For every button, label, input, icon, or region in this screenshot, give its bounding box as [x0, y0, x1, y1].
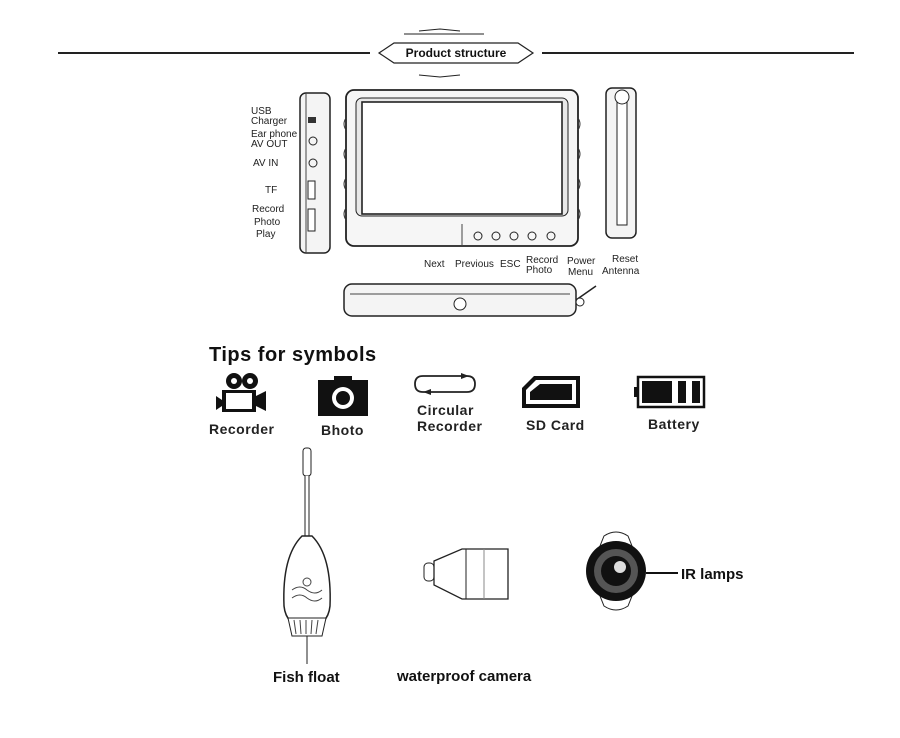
label-play: Play — [256, 229, 276, 240]
label-reset: Reset — [612, 254, 639, 265]
tip-label-circular: Circular — [417, 402, 474, 418]
label-charger: Charger — [251, 116, 288, 127]
camera-icon — [318, 376, 368, 416]
header-rule-left — [58, 52, 370, 54]
label-av-out: AV OUT — [251, 139, 288, 150]
label-record-btn: Record — [526, 255, 559, 266]
tip-label-battery: Battery — [648, 416, 700, 432]
label-record: Record — [252, 204, 285, 215]
device-top-view — [343, 283, 597, 317]
label-ir-lamps: IR lamps — [681, 566, 744, 583]
label-power: Power — [567, 256, 596, 267]
label-waterproof-camera: waterproof camera — [397, 668, 532, 685]
label-photo: Photo — [254, 217, 281, 228]
device-side-view-right — [605, 87, 637, 239]
tip-label-sd-card: SD Card — [526, 417, 585, 433]
header-rule-right — [542, 52, 854, 54]
label-fish-float: Fish float — [273, 669, 340, 686]
label-next: Next — [424, 259, 445, 270]
header-frame — [377, 28, 535, 78]
loop-arrows-icon — [414, 373, 476, 395]
device-side-view-left — [299, 92, 331, 254]
tip-label-circular-recorder: Recorder — [417, 418, 483, 434]
waterproof-camera-illustration — [423, 548, 509, 600]
label-antenna: Antenna — [602, 266, 640, 277]
page-title: Product structure — [405, 46, 507, 60]
video-camera-icon — [216, 373, 266, 412]
battery-icon — [634, 375, 706, 409]
sd-card-icon — [522, 376, 580, 408]
fish-float-illustration — [283, 447, 331, 664]
label-photo-btn: Photo — [526, 265, 553, 276]
tips-heading: Tips for symbols — [209, 344, 377, 366]
label-tf: TF — [265, 185, 278, 196]
label-previous: Previous — [455, 259, 494, 270]
tip-label-photo: Bhoto — [321, 422, 364, 438]
device-front-view — [343, 89, 581, 247]
ir-lamp-module-illustration — [586, 531, 678, 611]
label-menu: Menu — [568, 267, 594, 278]
label-usb: USB — [251, 106, 272, 117]
label-earphone: Ear phone — [251, 129, 298, 140]
tip-label-recorder: Recorder — [209, 421, 275, 437]
label-esc: ESC — [500, 259, 521, 270]
label-av-in: AV IN — [253, 158, 279, 169]
